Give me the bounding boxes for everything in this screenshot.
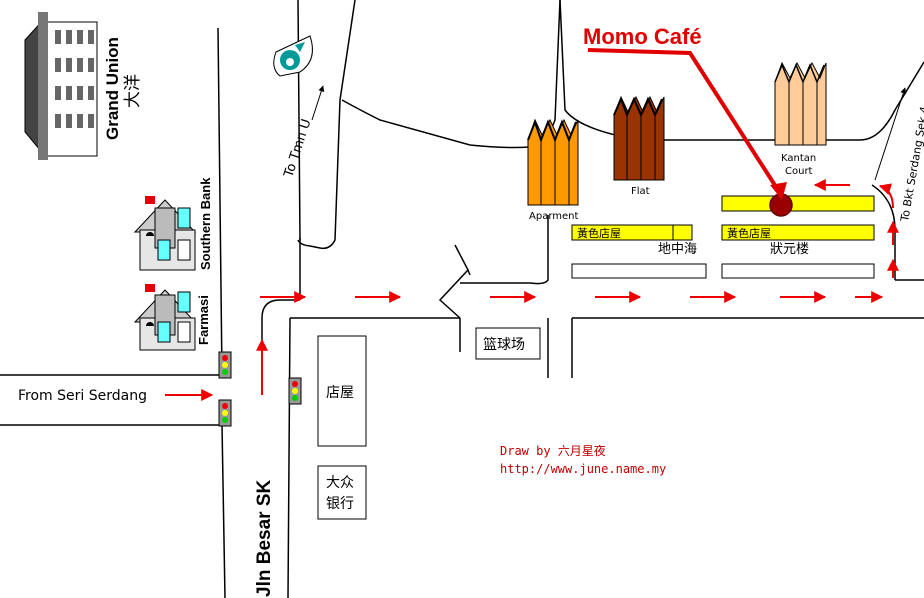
- yellow-shop-left-label: 黃色店屋: [577, 226, 621, 240]
- flat-building: [613, 95, 665, 181]
- to-tmn-u-arrow: [311, 85, 325, 121]
- credit-url[interactable]: http://www.june.name.my: [500, 462, 666, 476]
- petronas-logo: [273, 35, 313, 77]
- direction-arrows: [256, 179, 899, 395]
- credit-prefix: Draw by: [500, 444, 558, 458]
- credit-line-1: Draw by 六月星夜: [500, 443, 606, 458]
- momo-cafe-pointer: [587, 48, 780, 192]
- shop-lot-box: [317, 335, 367, 447]
- southern-bank-label: Southern Bank: [198, 177, 213, 270]
- from-seri-serdang-label: From Seri Serdang: [18, 388, 147, 404]
- kantan-yellow-block: [721, 195, 875, 212]
- momo-cafe-pointer-head: [770, 182, 787, 200]
- grand-union-building: [24, 12, 98, 160]
- credit-author: 六月星夜: [558, 443, 606, 458]
- basketball-court-label: 篮球场: [483, 337, 525, 353]
- grand-union-label: Grand Union: [103, 37, 122, 140]
- yellow-shop-left: [571, 224, 693, 241]
- flat-label: Flat: [631, 186, 650, 197]
- shop-row-right: [721, 263, 875, 279]
- to-bkt-serdang-arrow: [874, 87, 907, 181]
- bank-label-1: 大众: [326, 475, 354, 491]
- restaurant-right-label: 狀元楼: [770, 242, 809, 257]
- yellow-shop-right-label: 黃色店屋: [727, 226, 771, 240]
- apartment-label: Aparment: [529, 211, 578, 222]
- kantan-court-label-1: Kantan: [781, 153, 816, 164]
- kantan-court-label-2: Court: [785, 166, 813, 177]
- farmasi-label: Farmasi: [196, 295, 211, 345]
- traffic-light-1: [218, 351, 232, 379]
- southern-bank-house: [133, 196, 197, 271]
- traffic-light-2: [218, 399, 232, 427]
- jln-besar-sk-label: Jln Besar SK: [254, 480, 275, 597]
- bank-box: [317, 465, 367, 520]
- apartment-building: [527, 118, 579, 206]
- bank-label-2: 银行: [326, 496, 354, 512]
- to-bkt-serdang-label: To Bkt Serdang Sek.4: [898, 105, 924, 223]
- traffic-light-3: [288, 377, 302, 405]
- yellow-shop-right: [721, 224, 875, 241]
- grand-union-zh-label: 大洋: [123, 74, 143, 108]
- farmasi-house: [133, 284, 197, 351]
- shop-lot-label: 店屋: [326, 385, 354, 401]
- momo-cafe-label: Momo Café: [583, 24, 702, 49]
- basketball-court-box: [475, 327, 541, 360]
- restaurant-left-label: 地中海: [658, 242, 697, 257]
- kantan-court-building: [774, 61, 827, 146]
- to-tmn-u-label: To Tmn U: [281, 117, 314, 180]
- shop-row-left: [571, 263, 707, 279]
